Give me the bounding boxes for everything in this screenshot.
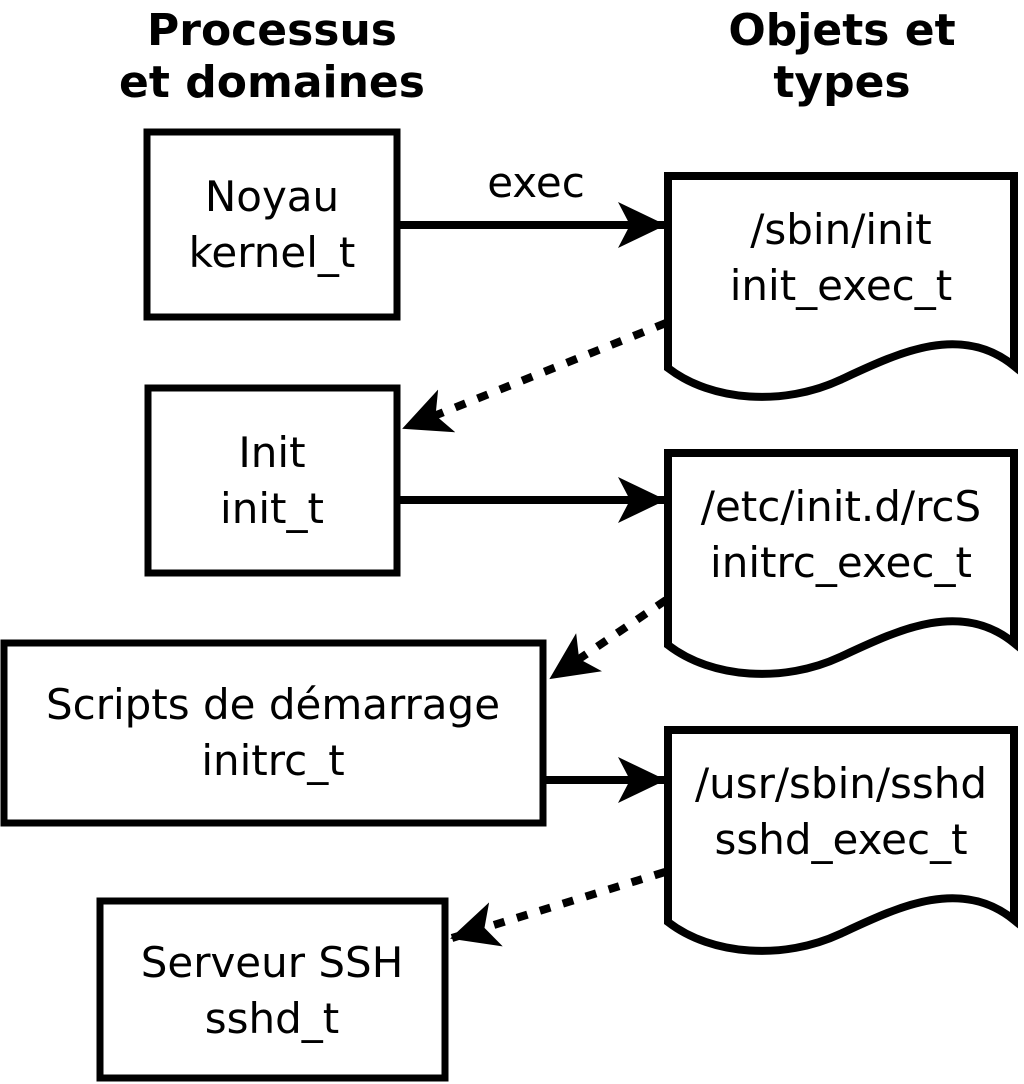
left-column-header-line1: Processus: [147, 5, 397, 56]
process-box-init-label: Init: [238, 428, 305, 477]
right-column-header-line2: types: [773, 57, 910, 108]
process-box-init-domain: init_t: [220, 484, 324, 533]
process-box-initrc: [0, 639, 547, 827]
process-box-init: [144, 384, 401, 577]
document-usr-sbin-sshd: [664, 726, 1018, 955]
document-etc-initd-rcS: [664, 449, 1018, 678]
process-box-initrc-domain: initrc_t: [201, 736, 344, 785]
right-column-header-line1: Objets et: [728, 5, 955, 56]
process-box-kernel-domain: kernel_t: [189, 228, 356, 277]
transition-arrow-init-exec-to-init-t: [402, 319, 668, 433]
document-usr-sbin-sshd-type: sshd_exec_t: [714, 815, 967, 864]
document-sbin-init-type: init_exec_t: [730, 261, 953, 310]
process-box-kernel: [143, 128, 401, 321]
process-box-initrc-label: Scripts de démarrage: [46, 680, 500, 729]
transition-arrow-initrc-exec-to-initrc-t: [548, 596, 669, 682]
process-box-kernel-label: Noyau: [205, 172, 339, 221]
transition-arrow-sshd-exec-to-sshd-t: [450, 868, 667, 947]
document-etc-initd-rcS-path: /etc/init.d/rcS: [701, 482, 981, 531]
left-column-header-line2: et domaines: [119, 57, 425, 108]
document-usr-sbin-sshd-path: /usr/sbin/sshd: [695, 759, 987, 808]
exec-arrow-label: exec: [487, 158, 585, 207]
process-box-sshd-domain: sshd_t: [205, 994, 340, 1043]
document-etc-initd-rcS-type: initrc_exec_t: [710, 538, 972, 587]
process-box-sshd: [96, 897, 449, 1082]
process-box-sshd-label: Serveur SSH: [141, 938, 404, 987]
document-sbin-init: [664, 172, 1018, 401]
document-sbin-init-path: /sbin/init: [750, 205, 932, 254]
